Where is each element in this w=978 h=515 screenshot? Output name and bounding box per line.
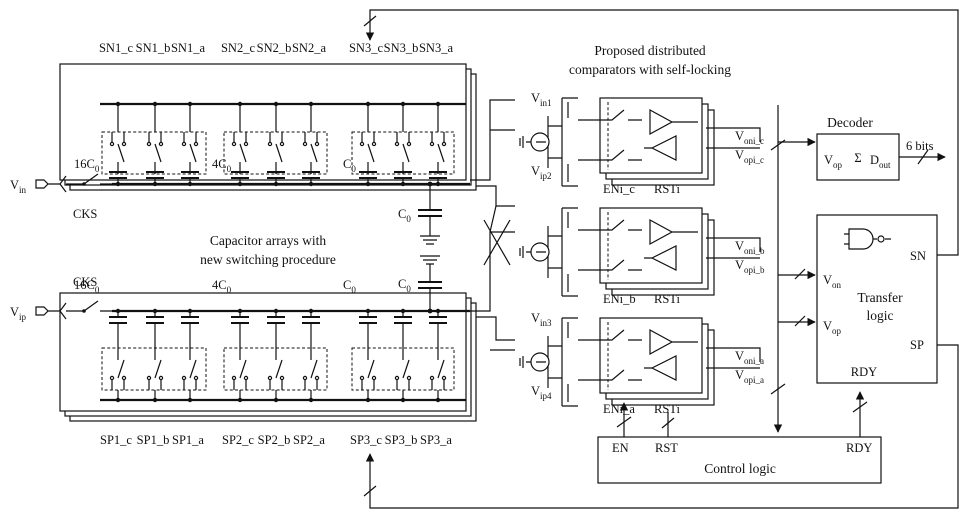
svg-text:Voni_c: Voni_c: [735, 129, 764, 146]
svg-text:CKS: CKS: [73, 207, 97, 221]
svg-text:Voni_a: Voni_a: [735, 349, 764, 366]
bus-switch-label: SP2_c: [222, 433, 254, 447]
svg-text:RST: RST: [655, 441, 678, 455]
bus-switch-label: SN1_a: [171, 41, 205, 55]
comparator-caption: Proposed distributed comparators with se…: [569, 43, 731, 77]
bus-switch-label: SP1_a: [172, 433, 204, 447]
middle-capacitors: C0 C0: [398, 181, 442, 314]
svg-text:CKS: CKS: [73, 275, 97, 289]
svg-text:SP: SP: [910, 338, 924, 352]
bus-switch-label: SN3_b: [384, 41, 419, 55]
svg-text:ENi_b: ENi_b: [603, 292, 636, 306]
svg-text:Vin: Vin: [10, 178, 27, 195]
bus-switch-label: SN2_a: [292, 41, 326, 55]
bottom-switch-group-1: [101, 347, 207, 391]
svg-text:C0: C0: [398, 277, 411, 294]
svg-text:Von: Von: [823, 273, 842, 290]
svg-text:Vip2: Vip2: [531, 164, 552, 181]
top-capacitor-array: 16C0 4C0 C0: [59, 63, 477, 191]
svg-text:Transfer: Transfer: [857, 290, 903, 305]
svg-text:Σ: Σ: [854, 151, 861, 165]
svg-text:EN: EN: [612, 441, 629, 455]
svg-text:Vopi_b: Vopi_b: [735, 258, 765, 275]
svg-text:Vop: Vop: [824, 153, 843, 170]
svg-text:RSTi: RSTi: [654, 292, 680, 306]
sp-feedback-path: [365, 344, 959, 509]
svg-text:C0: C0: [343, 157, 356, 174]
bus-switch-label: SP3_c: [350, 433, 382, 447]
svg-text:Control logic: Control logic: [704, 461, 776, 476]
bus-switch-label: SN1_b: [136, 41, 171, 55]
bus-switch-label: SN1_c: [99, 41, 133, 55]
svg-text:Vin3: Vin3: [531, 311, 552, 328]
bus-switch-label: SP3_b: [385, 433, 418, 447]
svg-text:RDY: RDY: [846, 441, 872, 455]
svg-text:Vip4: Vip4: [531, 384, 552, 401]
top-switch-group-1: [101, 131, 207, 175]
svg-text:Voni_b: Voni_b: [735, 239, 765, 256]
svg-text:logic: logic: [867, 308, 894, 323]
svg-text:RSTi: RSTi: [654, 182, 680, 196]
svg-text:4C0: 4C0: [212, 157, 232, 174]
control-logic-block: EN RST RDY Control logic: [597, 391, 882, 484]
bus-switch-label: SN3_a: [419, 41, 453, 55]
bottom-capacitor-array: 16C0 4C0 C0: [59, 278, 477, 422]
svg-text:RDY: RDY: [851, 365, 877, 379]
input-terminal-p: Vip: [10, 302, 67, 322]
transfer-logic-block: Transfer logic Von Vop SN SP RDY: [816, 214, 938, 384]
input-terminal-n: Vin: [10, 175, 67, 195]
array-caption: Capacitor arrays with new switching proc…: [200, 233, 336, 267]
bus-switch-label: SP3_a: [420, 433, 452, 447]
bus-switch-label: SN2_b: [257, 41, 292, 55]
svg-text:Vin1: Vin1: [531, 91, 552, 108]
decoder-block: Decoder Σ Vop Dout 6 bits: [816, 115, 946, 181]
svg-text:ENi_a: ENi_a: [603, 402, 635, 416]
svg-text:C0: C0: [343, 278, 356, 295]
svg-text:Decoder: Decoder: [827, 115, 873, 130]
svg-text:Vopi_c: Vopi_c: [735, 148, 764, 165]
svg-text:ENi_c: ENi_c: [603, 182, 635, 196]
svg-text:6 bits: 6 bits: [906, 139, 934, 153]
bus-switch-label: SN3_c: [349, 41, 383, 55]
bus-switch-label: SP2_a: [293, 433, 325, 447]
cks-switch-bottom: CKS: [66, 275, 112, 313]
sn-feedback-path: [365, 9, 959, 256]
svg-text:SN: SN: [910, 249, 926, 263]
bus-switch-label: SP2_b: [258, 433, 291, 447]
svg-text:Dout: Dout: [870, 153, 891, 170]
svg-text:16C0: 16C0: [74, 278, 100, 295]
svg-text:comparators with self-locking: comparators with self-locking: [569, 62, 731, 77]
array-to-comparator-routing: [470, 99, 515, 351]
bus-switch-label: SN2_c: [221, 41, 255, 55]
svg-text:Vop: Vop: [823, 319, 842, 336]
svg-text:C0: C0: [398, 207, 411, 224]
cks-switch-top: CKS: [66, 173, 112, 221]
svg-text:4C0: 4C0: [212, 278, 232, 295]
svg-text:Capacitor arrays with: Capacitor arrays with: [210, 233, 326, 248]
svg-text:Proposed distributed: Proposed distributed: [594, 43, 706, 58]
svg-text:RSTi: RSTi: [654, 402, 680, 416]
svg-text:16C0: 16C0: [74, 157, 100, 174]
svg-text:Vip: Vip: [10, 305, 27, 322]
bus-switch-label: SP1_b: [137, 433, 170, 447]
svg-text:Vopi_a: Vopi_a: [735, 368, 764, 385]
svg-text:new switching procedure: new switching procedure: [200, 252, 336, 267]
bus-switch-label: SP1_c: [100, 433, 132, 447]
